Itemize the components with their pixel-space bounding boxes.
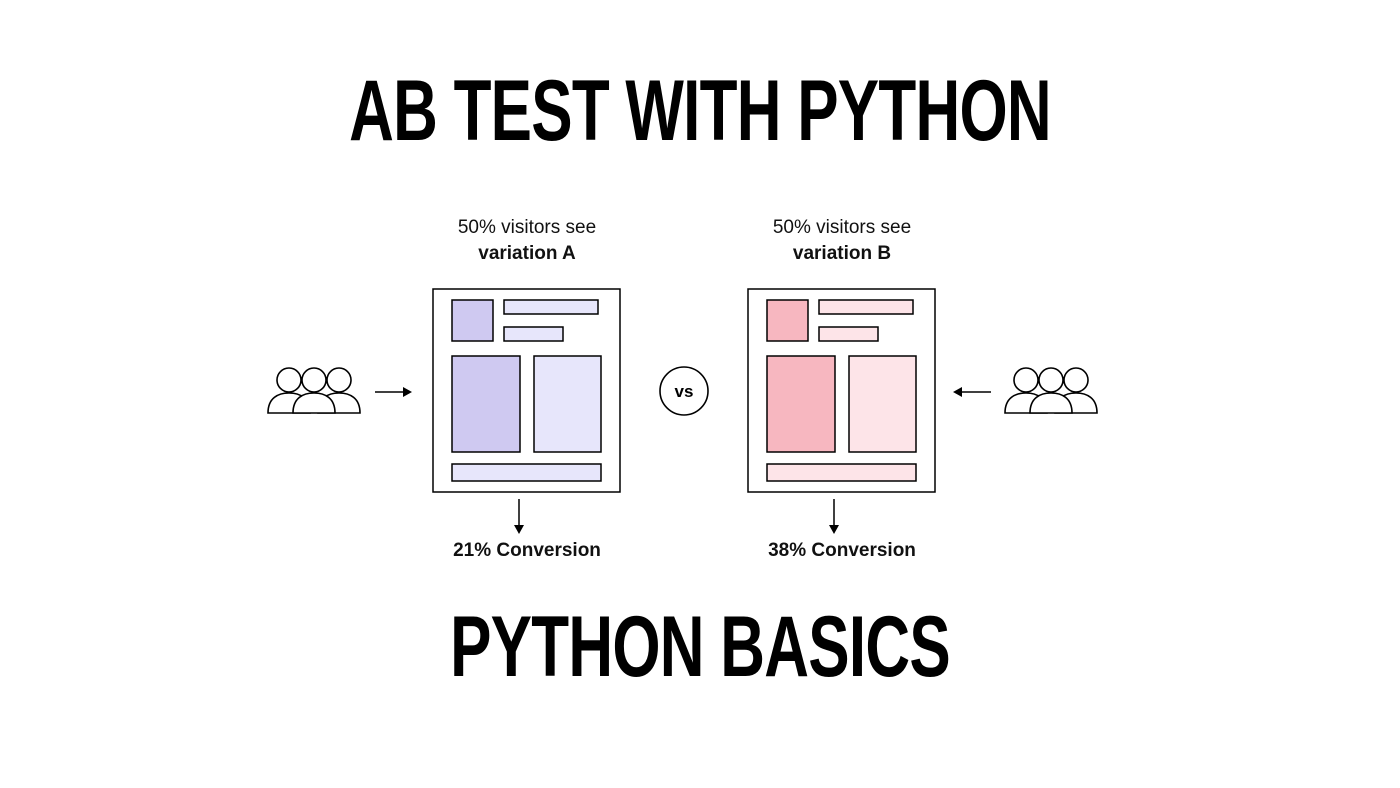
variation-a-label: variation A (478, 243, 576, 264)
variation-a-footer-bar (451, 463, 602, 482)
variation-a-caption: 50% visitors see variation A (407, 215, 647, 267)
variation-a-conversion: 21% Conversion (453, 540, 601, 561)
variation-a-headline-bar (503, 299, 599, 315)
vs-label: vs (675, 382, 694, 401)
variation-b-label: variation B (792, 243, 892, 264)
arrow-down-icon-a (514, 499, 524, 534)
variation-b-subline-bar (818, 326, 879, 342)
arrow-down-icon-b (829, 499, 839, 534)
user-group-icon-left (267, 367, 361, 414)
variation-b-caption: 50% visitors see variation B (722, 215, 962, 267)
page-subtitle: PYTHON BASICS (450, 599, 951, 695)
variation-b-headline-bar (818, 299, 914, 315)
variation-b-footer-bar (766, 463, 917, 482)
variation-a-image-block (451, 299, 494, 342)
variation-b-caption-line1: 50% visitors see (772, 217, 912, 238)
vs-badge: vs (659, 366, 709, 416)
variation-b-main-panel (766, 355, 836, 453)
page-title: AB TEST WITH PYTHON (349, 63, 1052, 159)
variation-b-page (747, 288, 936, 493)
variation-a-caption-line1: 50% visitors see (457, 217, 597, 238)
variation-a-side-panel (533, 355, 602, 453)
user-group-icon-right (1004, 367, 1098, 414)
variation-b-conversion: 38% Conversion (768, 540, 916, 561)
variation-b-image-block (766, 299, 809, 342)
variation-a-page (432, 288, 621, 493)
arrow-right-icon (375, 387, 412, 397)
variation-b-side-panel (848, 355, 917, 453)
arrow-left-icon (953, 387, 991, 397)
variation-a-main-panel (451, 355, 521, 453)
variation-a-subline-bar (503, 326, 564, 342)
